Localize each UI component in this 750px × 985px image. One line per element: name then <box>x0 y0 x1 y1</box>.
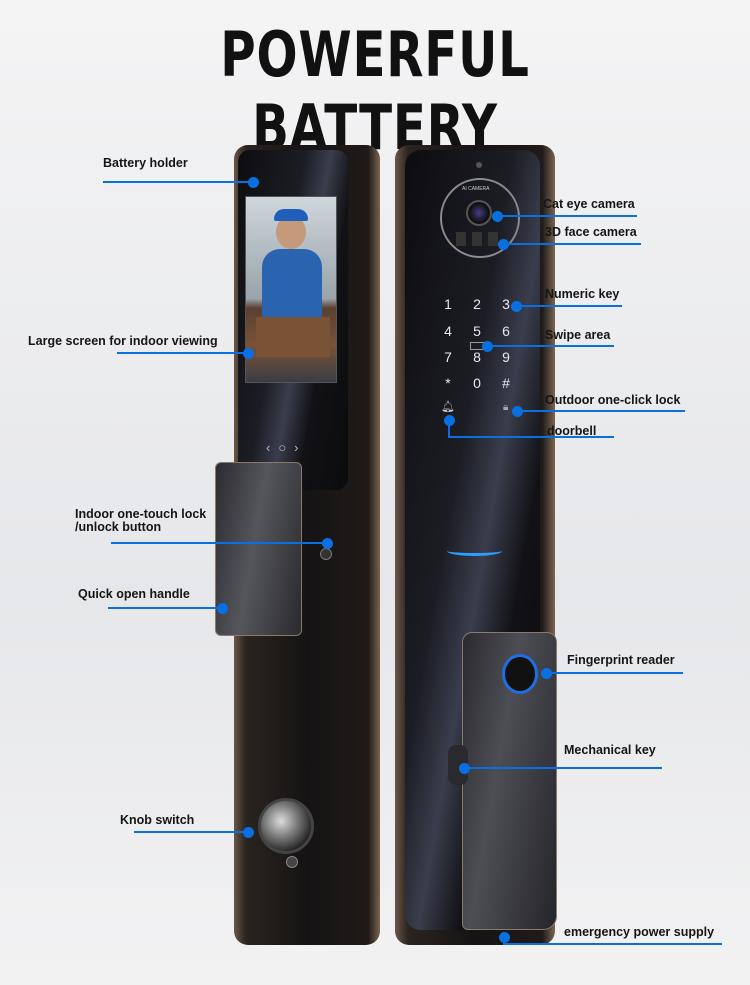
callout-label: Fingerprint reader <box>567 653 675 667</box>
callout-label: Battery holder <box>103 156 188 170</box>
page-title: POWERFUL BATTERY <box>220 18 530 164</box>
callout-dot <box>498 239 509 250</box>
quick-open-handle <box>215 462 302 636</box>
callout-line <box>504 943 722 945</box>
callout-line <box>503 937 505 945</box>
doorbell-icon: 🔔︎ <box>441 401 455 413</box>
callout-dot <box>492 211 503 222</box>
callout-label: Large screen for indoor viewing <box>28 334 218 348</box>
callout-dot <box>322 538 333 549</box>
keypad-key: 0 <box>473 375 481 391</box>
callout-dot <box>511 301 522 312</box>
callout-line <box>134 831 248 833</box>
callout-line <box>546 672 683 674</box>
callout-dot <box>482 341 493 352</box>
camera-ring <box>440 178 520 258</box>
keypad-key: 1 <box>444 296 452 312</box>
callout-label: Swipe area <box>545 328 611 342</box>
callout-label: Outdoor one-click lock <box>545 393 681 407</box>
knob-switch <box>258 798 314 854</box>
keypad-key: 3 <box>502 296 510 312</box>
keypad-key: 6 <box>502 323 510 339</box>
lock-icon: 🔒︎ <box>503 402 509 413</box>
callout-label: doorbell <box>547 424 597 438</box>
keypad-key: * <box>445 375 451 391</box>
callout-label: emergency power supply <box>564 925 715 939</box>
callout-dot <box>459 763 470 774</box>
indoor-lock-button <box>320 548 332 560</box>
callout-dot <box>248 177 259 188</box>
camera-text: AI CAMERA <box>462 186 490 192</box>
light-strip <box>447 546 502 556</box>
keypad-key: 7 <box>444 349 452 365</box>
callout-label: Mechanical key <box>564 743 656 757</box>
mechanical-keyhole <box>448 745 468 785</box>
callout-label: Knob switch <box>120 813 195 827</box>
keypad-key: 9 <box>502 349 510 365</box>
callout-line <box>117 352 248 354</box>
callout-label: 3D face camera <box>545 225 637 239</box>
fingerprint-sensor <box>502 654 538 694</box>
callout-line <box>503 243 641 245</box>
screen-nav-icons: ‹○› <box>266 440 307 455</box>
indoor-screen <box>245 196 337 383</box>
keypad-key: 2 <box>473 296 481 312</box>
callout-dot <box>243 348 254 359</box>
callout-line <box>108 607 222 609</box>
keypad-key: 4 <box>444 323 452 339</box>
keypad-key: 5 <box>473 323 481 339</box>
callout-line <box>464 767 662 769</box>
callout-dot <box>541 668 552 679</box>
callout-line <box>449 436 614 438</box>
keypad-key: # <box>502 375 510 391</box>
callout-dot <box>512 406 523 417</box>
callout-label: Numeric key <box>545 287 620 301</box>
callout-line <box>111 542 327 544</box>
cat-eye-camera <box>466 200 492 226</box>
callout-line <box>497 215 637 217</box>
keypad-key: 8 <box>473 349 481 365</box>
callout-line <box>516 305 622 307</box>
callout-label: Quick open handle <box>78 587 190 601</box>
callout-line <box>103 181 253 183</box>
callout-dot <box>243 827 254 838</box>
callout-label: Cat eye camera <box>543 197 635 211</box>
callout-line <box>517 410 685 412</box>
callout-line <box>448 420 450 438</box>
callout-line <box>487 345 614 347</box>
callout-label: Indoor one-touch lock /unlock button <box>75 507 207 534</box>
callout-dot <box>217 603 228 614</box>
face-camera <box>456 232 502 246</box>
